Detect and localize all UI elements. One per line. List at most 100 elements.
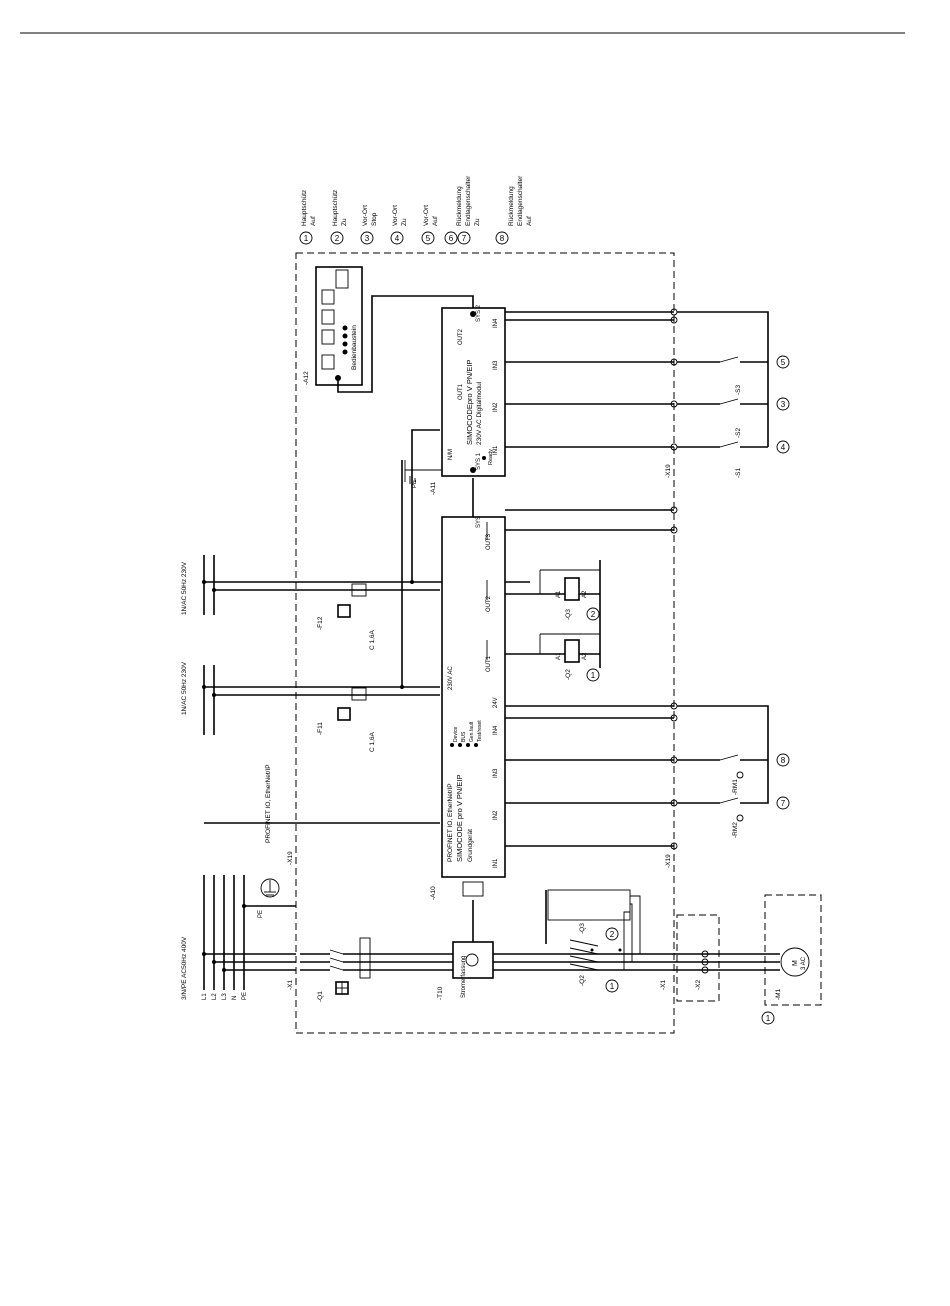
dm-in4: IN4	[493, 318, 499, 328]
motor-outline	[764, 894, 822, 1006]
breaker-q1: -X1 -Q1	[287, 937, 380, 1002]
phase-label: PE	[242, 992, 248, 1000]
overload-relay	[359, 937, 371, 979]
in4-label: IN4	[493, 725, 499, 735]
legend-line: Auf	[432, 216, 439, 226]
sys-bus	[400, 429, 678, 689]
q3-label: -Q3	[579, 923, 586, 934]
led-label: Gen.fault	[469, 721, 475, 742]
t10-label: -T10	[437, 986, 444, 1000]
ctrl2-label: 1N/AC 50Hz 230V	[181, 561, 188, 615]
basic-unit-sub: Grundgerät	[467, 829, 474, 862]
legend-num: 8	[500, 234, 505, 243]
dm-nm-label: N/M	[448, 449, 454, 460]
legend-line: Rückmeldung	[456, 186, 463, 226]
coil-q2-label: -Q2	[565, 669, 572, 680]
legend-line: Zu	[474, 218, 481, 226]
legend-item: 4 Vor-Ort Zu	[390, 205, 408, 245]
in1-label: IN1	[493, 858, 499, 868]
out2-label: OUT2	[486, 595, 492, 612]
coil-a1: A1	[556, 652, 562, 660]
x1b-label: -X1	[660, 980, 667, 991]
legend-line: Vor-Ort	[423, 205, 430, 226]
legend-num: 4	[395, 234, 400, 243]
legend: 1 Hauptschütz Auf 2 Hauptschütz Zu 3 Vor…	[299, 175, 533, 245]
svg-text:1: 1	[610, 982, 615, 991]
s1-label: -S1	[735, 468, 742, 479]
legend-line: Zu	[401, 218, 408, 226]
coil-a2: A2	[582, 590, 588, 598]
coil-q3	[564, 577, 580, 601]
main-supply-label: 3/N/PE AC50Hz 400V	[181, 936, 188, 1000]
svg-text:2: 2	[610, 930, 615, 939]
legend-item: 5 Vor-Ort Auf	[421, 205, 439, 245]
sys2-label: SYS 2	[476, 304, 482, 322]
svg-text:8: 8	[781, 756, 786, 765]
svg-text:1: 1	[766, 1014, 771, 1023]
phase-label: L1	[202, 993, 208, 1000]
cabinet-outline	[295, 252, 675, 1034]
legend-line: Auf	[526, 216, 533, 226]
legend-line: Hauptschütz	[301, 190, 308, 226]
control-supply-1: 1N/AC 50Hz 230V -F11 C 1,6A	[181, 661, 440, 752]
coil-a2: A2	[582, 652, 588, 660]
in2-label: IN2	[493, 810, 499, 820]
basic-unit-net: PROFINET IO, EtherNet/IP	[447, 783, 454, 862]
main-power-lines	[380, 953, 660, 971]
a11-label: -A11	[430, 481, 437, 495]
a11-pe: PE	[412, 480, 418, 488]
led-label: Test/reset	[477, 720, 483, 742]
phase-label: L2	[212, 993, 218, 1000]
rm1-label: -RM1	[732, 779, 739, 795]
dm-in3: IN3	[493, 360, 499, 370]
phase-label: L3	[222, 993, 228, 1000]
svg-text:7: 7	[781, 799, 786, 808]
f12-label: -F12	[317, 616, 324, 630]
led-label: Device	[453, 726, 459, 742]
svg-text:2: 2	[591, 610, 596, 619]
a12-label: -A12	[303, 371, 310, 385]
basic-unit-title: SIMOCODE pro V PN/EIP	[455, 774, 464, 862]
dm-in2: IN2	[493, 402, 499, 412]
x19-basic-label: -X19	[665, 854, 672, 868]
profinet-line: PROFINET IO, EtherNet/IP -X19	[204, 764, 440, 865]
legend-item: 3 Vor-Ort Stop	[360, 205, 378, 245]
legend-line: Rückmeldung	[508, 186, 515, 226]
legend-num: 2	[335, 234, 340, 243]
coil-a1: A1	[556, 590, 562, 598]
legend-item: 6 7 Rückmeldung Endlagenschalter Zu	[444, 175, 481, 245]
legend-line: Hauptschütz	[332, 190, 339, 226]
basic-unit-a10: -A10 SIMOCODE pro V PN/EIP Grundgerät PR…	[430, 516, 506, 900]
legend-line: Stop	[371, 212, 378, 226]
legend-line: Vor-Ort	[362, 205, 369, 226]
basic-unit-supply: 230V AC	[448, 666, 454, 690]
x19-left-label: -X19	[287, 851, 294, 865]
x1-label: -X1	[287, 980, 294, 991]
dm-out2: OUT2	[458, 328, 464, 345]
motor-type: 3 AC	[801, 956, 807, 970]
legend-line: Endlagenschalter	[465, 175, 472, 226]
profinet-label: PROFINET IO, EtherNet/IP	[265, 764, 272, 843]
sys-label: SYS	[476, 516, 482, 528]
contactors-q2-q3: -Q2 -Q3 1 2	[545, 889, 641, 993]
legend-line: Endlagenschalter	[517, 175, 524, 226]
svg-text:5: 5	[781, 358, 786, 367]
earth-icon	[260, 878, 280, 898]
out3-label: OUT3	[486, 533, 492, 550]
coil-q2	[564, 639, 580, 663]
f11-rating: C 1,6A	[369, 731, 376, 752]
dm-title: SIMOCODEpro V PN/EIP	[465, 360, 474, 445]
motor-symbol: M	[792, 960, 799, 966]
legend-num: 5	[426, 234, 431, 243]
legend-item: 2 Hauptschütz Zu	[330, 190, 348, 245]
out1-label: OUT1	[486, 655, 492, 672]
x2-label: -X2	[695, 980, 702, 991]
rm2-label: -RM2	[732, 822, 739, 838]
ready-label: Ready	[488, 449, 494, 465]
q2-label: -Q2	[579, 975, 586, 986]
svg-text:1: 1	[591, 671, 596, 680]
dm-out1: OUT1	[458, 383, 464, 400]
legend-num: 1	[304, 234, 309, 243]
